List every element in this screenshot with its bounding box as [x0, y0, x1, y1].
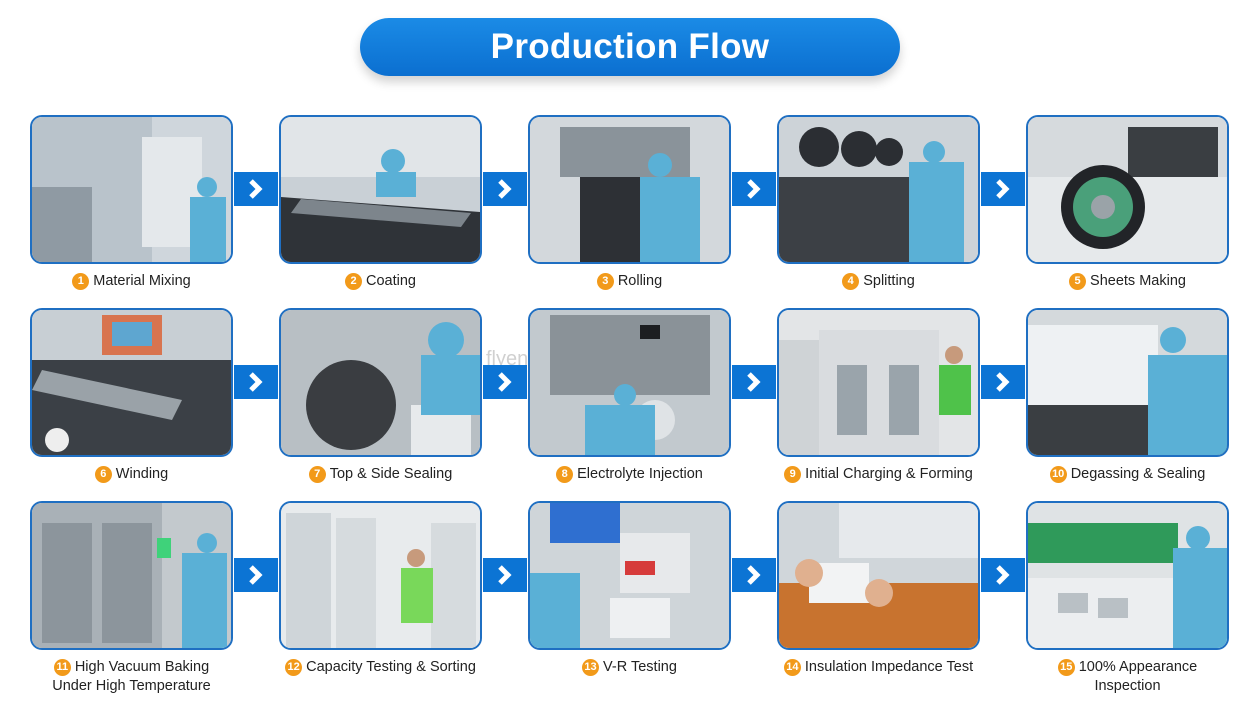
step-label: Winding: [115, 466, 169, 482]
chevron-right-icon: [732, 365, 776, 399]
step-number: 13: [582, 659, 600, 676]
chevron-right-icon: [981, 172, 1025, 206]
step-label: Coating: [366, 273, 416, 289]
step-number: 2: [345, 273, 362, 290]
chevron-right-icon: [732, 172, 776, 206]
chevron-right-icon: [483, 558, 527, 592]
step-photo: [1026, 501, 1229, 650]
step-label: Splitting: [863, 273, 915, 289]
step-photo: [528, 308, 731, 457]
step-photo: [30, 308, 233, 457]
page-title: Production Flow: [490, 27, 770, 66]
step-number: 14: [783, 659, 801, 676]
step-photo: [279, 501, 482, 650]
chevron-right-icon: [234, 365, 278, 399]
step-label-line2: Inspection: [1094, 678, 1161, 694]
step-number: 4: [842, 273, 860, 290]
step-photo: [528, 501, 731, 650]
step-label: Capacity Testing & Sorting: [306, 659, 476, 675]
step-label: Insulation Impedance Test: [804, 659, 974, 675]
step-photo: [30, 115, 233, 264]
step-photo: [777, 308, 980, 457]
step-number: 3: [596, 273, 614, 290]
step-photo: [1026, 115, 1229, 264]
chevron-right-icon: [234, 558, 278, 592]
step-number: 6: [94, 466, 112, 483]
step-label: Sheets Making: [1090, 273, 1186, 289]
title-banner: Production Flow: [360, 18, 900, 76]
step-photo: [1026, 308, 1229, 457]
step-number: 5: [1069, 273, 1087, 290]
step-photo: [30, 501, 233, 650]
step-label: High Vacuum Baking: [74, 659, 210, 675]
step-label: Electrolyte Injection: [577, 466, 703, 482]
step-number: 11: [53, 659, 71, 676]
step-number: 8: [556, 466, 574, 483]
chevron-right-icon: [234, 172, 278, 206]
step-label: V-R Testing: [603, 659, 677, 675]
step-label: Rolling: [617, 273, 663, 289]
chevron-right-icon: [732, 558, 776, 592]
step-number: 12: [285, 659, 303, 676]
step-photo: [279, 308, 482, 457]
step-photo: [528, 115, 731, 264]
chevron-right-icon: [483, 365, 527, 399]
step-label: Top & Side Sealing: [329, 466, 453, 482]
step-photo: [777, 115, 980, 264]
step-label: 100% Appearance: [1078, 659, 1198, 675]
step-number: 15: [1057, 659, 1075, 676]
chevron-right-icon: [483, 172, 527, 206]
step-photo: [279, 115, 482, 264]
chevron-right-icon: [981, 558, 1025, 592]
step-label-line2: Under High Temperature: [52, 678, 211, 694]
step-number: 7: [308, 466, 326, 483]
step-number: 1: [72, 273, 90, 290]
step-number: 9: [784, 466, 802, 483]
step-label: Material Mixing: [93, 273, 191, 289]
step-label: Initial Charging & Forming: [805, 466, 973, 482]
chevron-right-icon: [981, 365, 1025, 399]
step-photo: [777, 501, 980, 650]
step-label: Degassing & Sealing: [1070, 466, 1206, 482]
step-number: 10: [1049, 466, 1067, 483]
